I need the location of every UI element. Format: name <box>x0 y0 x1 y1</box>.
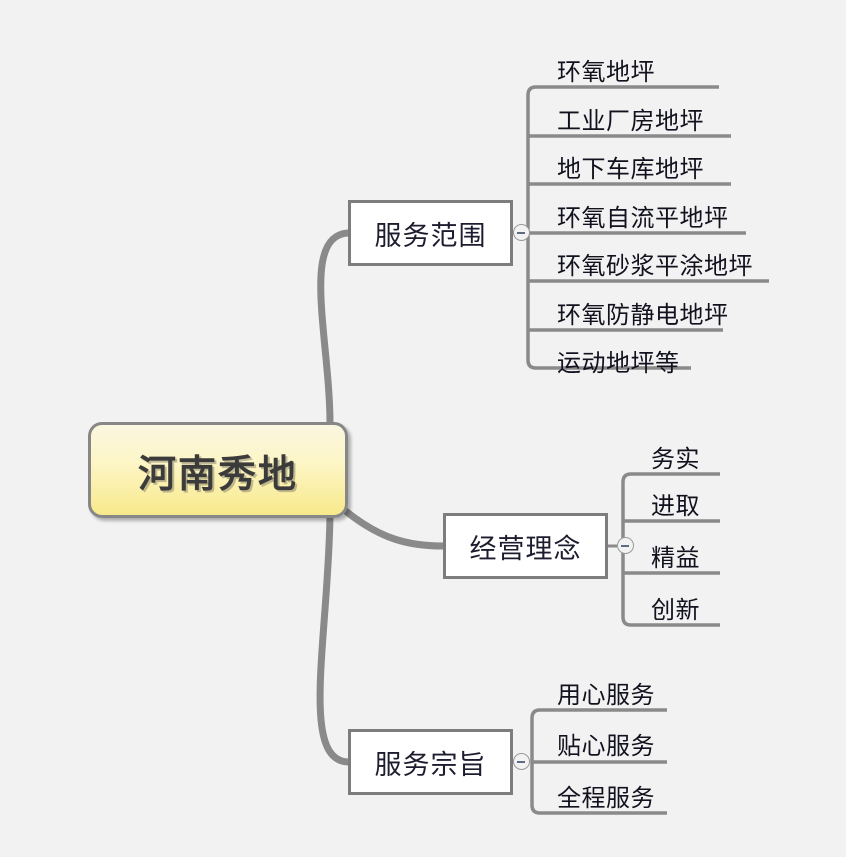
edge-root-to-service-purpose <box>316 512 352 766</box>
minus-circle-icon-business-philosophy[interactable] <box>617 537 634 554</box>
leaf-service-purpose-0[interactable]: 用心服务 <box>557 681 655 709</box>
edge-root-to-business-philosophy <box>338 504 447 550</box>
branch-node-service-scope[interactable]: 服务范围 <box>348 200 513 266</box>
leaf-service-scope-4[interactable]: 环氧砂浆平涂地坪 <box>557 252 753 280</box>
leaf-service-scope-0[interactable]: 环氧地坪 <box>557 58 655 86</box>
leaf-business-philosophy-0[interactable]: 务实 <box>651 445 700 473</box>
branch-label-business-philosophy: 经营理念 <box>469 533 582 565</box>
leaf-business-philosophy-3[interactable]: 创新 <box>651 596 700 624</box>
branch-node-business-philosophy[interactable]: 经营理念 <box>443 513 608 579</box>
branch-label-service-purpose: 服务宗旨 <box>374 749 487 781</box>
leaf-service-scope-1[interactable]: 工业厂房地坪 <box>557 107 704 135</box>
leaf-business-philosophy-1[interactable]: 进取 <box>651 492 700 520</box>
leaf-business-philosophy-2[interactable]: 精益 <box>651 544 700 572</box>
root-node-label: 河南秀地 <box>137 451 298 496</box>
minus-circle-icon-service-scope[interactable] <box>513 224 530 241</box>
leaf-service-purpose-1[interactable]: 贴心服务 <box>557 732 655 760</box>
edge-root-to-service-scope <box>317 229 352 428</box>
minus-circle-icon-service-purpose[interactable] <box>513 753 530 770</box>
branch-label-service-scope: 服务范围 <box>374 220 487 252</box>
leaf-service-scope-3[interactable]: 环氧自流平地坪 <box>557 204 729 232</box>
branch-node-service-purpose[interactable]: 服务宗旨 <box>348 729 513 795</box>
leaf-service-scope-5[interactable]: 环氧防静电地坪 <box>557 301 729 329</box>
leaf-service-scope-2[interactable]: 地下车库地坪 <box>557 155 704 183</box>
leaf-service-purpose-2[interactable]: 全程服务 <box>557 784 655 812</box>
root-node[interactable]: 河南秀地 <box>88 422 348 518</box>
leaf-service-scope-6[interactable]: 运动地坪等 <box>557 349 680 377</box>
